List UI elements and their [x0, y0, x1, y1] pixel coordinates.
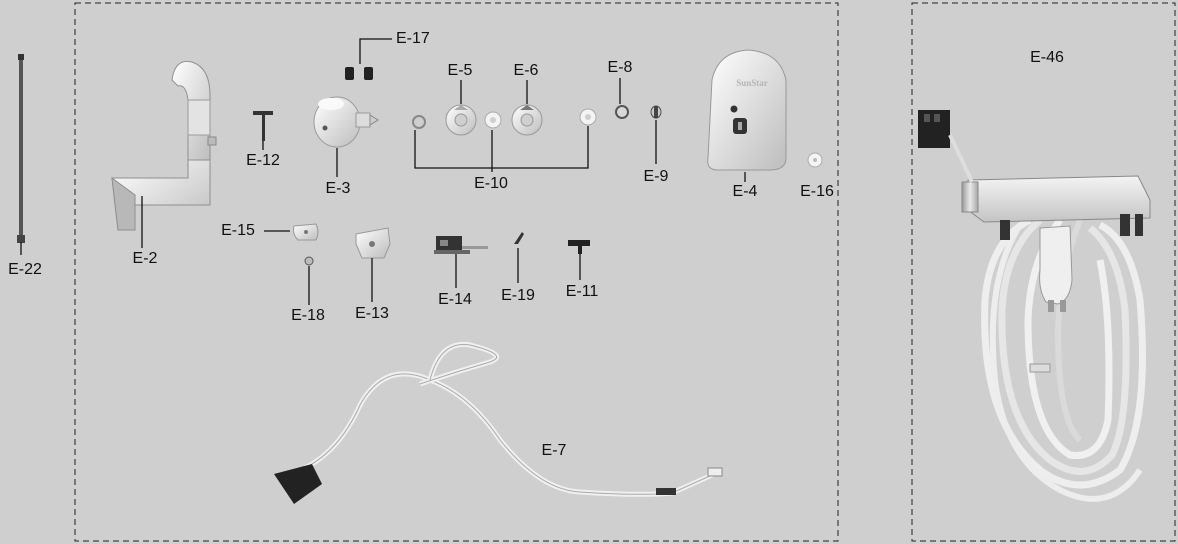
clip-tab-part [293, 223, 319, 241]
t-pin-part [253, 111, 273, 141]
label-e4: E-4 [732, 183, 758, 200]
label-e7: E-7 [541, 442, 567, 459]
label-e22: E-22 [8, 261, 42, 278]
label-e46: E-46 [1030, 49, 1064, 66]
label-e18: E-18 [291, 307, 325, 324]
notched-washer-e5-part [445, 104, 477, 136]
label-e5: E-5 [447, 62, 473, 79]
hook-part [568, 240, 590, 254]
small-clip-part [514, 232, 524, 244]
main-parts-frame [74, 2, 839, 542]
leader-lines [20, 38, 746, 305]
nut-part [615, 105, 629, 119]
label-e2: E-2 [132, 250, 158, 267]
power-cord-part [918, 110, 1151, 502]
screw-part [650, 105, 662, 119]
sensor-cable-part [274, 341, 723, 504]
spring-pieces-part [345, 67, 373, 80]
brand-logo: SunStar [736, 78, 768, 88]
label-e6: E-6 [513, 62, 539, 79]
label-e15: E-15 [221, 222, 255, 239]
label-e9: E-9 [643, 168, 669, 185]
label-e8: E-8 [607, 59, 633, 76]
cap-part [807, 152, 823, 168]
label-e13: E-13 [355, 305, 389, 322]
knob-part [313, 96, 379, 148]
holder-part [355, 227, 391, 259]
housing-cover-part [707, 49, 787, 171]
small-washer-mid-part [484, 111, 502, 129]
label-e10: E-10 [474, 175, 508, 192]
label-e14: E-14 [438, 291, 472, 308]
cable-tie-part [17, 54, 25, 243]
label-e11: E-11 [565, 283, 599, 300]
label-e3: E-3 [325, 180, 351, 197]
bracket-part [111, 60, 217, 231]
small-washer-right-part [579, 108, 597, 126]
label-e16: E-16 [800, 183, 834, 200]
power-cord-frame [911, 2, 1176, 542]
notched-washer-e6-part [511, 104, 543, 136]
label-e19: E-19 [501, 287, 535, 304]
label-e17: E-17 [396, 30, 430, 47]
label-e12: E-12 [246, 152, 280, 169]
tiny-screw-part [304, 256, 314, 266]
small-ring-left-part [412, 115, 426, 129]
sensor-assembly-part [434, 236, 488, 254]
